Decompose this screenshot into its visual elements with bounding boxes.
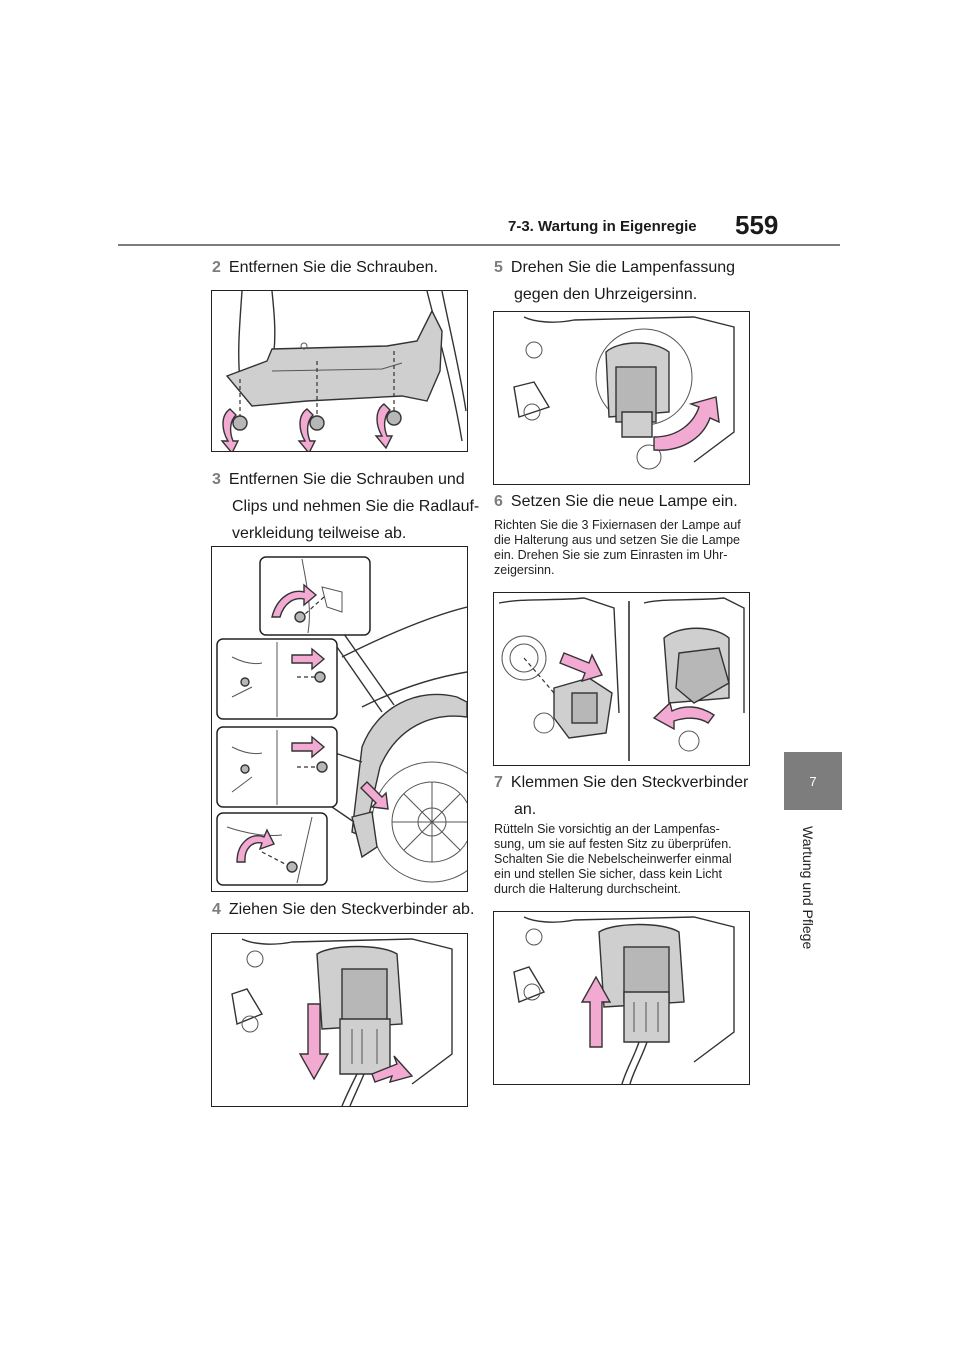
- chapter-tab: 7: [784, 752, 842, 810]
- section-title: 7-3. Wartung in Eigenregie: [508, 218, 697, 235]
- step-number: 7: [494, 774, 503, 791]
- note-line: ein und stellen Sie sicher, dass kein Li…: [494, 867, 722, 881]
- illustration-wheel-liner: [216, 556, 467, 886]
- note-line: zeigersinn.: [494, 563, 555, 577]
- step-7: 7 Klemmen Sie den Steckverbinder an.: [494, 769, 748, 823]
- figure-wheel-liner: [211, 546, 468, 892]
- figure-insert-bulb: [493, 592, 750, 766]
- step-number: 2: [212, 259, 221, 276]
- step-3: 3 Entfernen Sie die Schrauben und Clips u…: [212, 466, 479, 547]
- step-6: 6 Setzen Sie die neue Lampe ein.: [494, 488, 738, 515]
- illustration-socket-rotate: [513, 316, 735, 470]
- step-text-line: Entfernen Sie die Schrauben und: [228, 471, 465, 488]
- illustration-connector-remove: [231, 938, 453, 1106]
- step-4: 4 Ziehen Sie den Steckverbinder ab.: [212, 896, 474, 923]
- illustration-connector-attach: [513, 916, 735, 1084]
- step-5: 5 Drehen Sie die Lampenfassung gegen den …: [494, 254, 735, 308]
- figure-disconnect-connector: [211, 933, 468, 1107]
- step-number: 5: [494, 259, 503, 276]
- step-text-line: Clips und nehmen Sie die Radlauf-: [232, 498, 480, 515]
- chapter-number: 7: [809, 773, 817, 789]
- page-number: 559: [735, 210, 779, 240]
- step-text: Setzen Sie die neue Lampe ein.: [510, 493, 738, 510]
- header-divider: [118, 244, 840, 246]
- step-text: Ziehen Sie den Steckverbinder ab.: [228, 901, 475, 918]
- note-line: Schalten Sie die Nebelscheinwerfer einma…: [494, 852, 732, 866]
- step-text-line: gegen den Uhrzeigersinn.: [514, 286, 698, 303]
- note-line: durch die Halterung durchscheint.: [494, 882, 681, 896]
- figure-rotate-socket: [493, 311, 750, 485]
- step-number: 6: [494, 493, 503, 510]
- note-line: ein. Drehen Sie sie zum Einrasten im Uhr…: [494, 548, 728, 562]
- note-line: Richten Sie die 3 Fixiernasen der Lampe …: [494, 518, 741, 532]
- step-text-line: an.: [514, 801, 537, 818]
- illustration-screws: [220, 291, 467, 451]
- note-line: Rütteln Sie vorsichtig an der Lampenfas-: [494, 822, 720, 836]
- step-7-note: Rütteln Sie vorsichtig an der Lampenfas-…: [494, 822, 732, 897]
- step-2: 2 Entfernen Sie die Schrauben.: [212, 254, 438, 281]
- step-number: 4: [212, 901, 221, 918]
- step-6-note: Richten Sie die 3 Fixiernasen der Lampe …: [494, 518, 741, 578]
- step-number: 3: [212, 471, 221, 488]
- step-text-line: Drehen Sie die Lampenfassung: [510, 259, 736, 276]
- note-line: sung, um sie auf festen Sitz zu überprüf…: [494, 837, 732, 851]
- step-text-line: Klemmen Sie den Steckverbinder: [510, 774, 749, 791]
- note-line: die Halterung aus und setzen Sie die Lam…: [494, 533, 740, 547]
- chapter-title: Wartung und Pflege: [800, 826, 816, 950]
- step-text: Entfernen Sie die Schrauben.: [228, 259, 438, 276]
- step-text-line: verkleidung teilweise ab.: [232, 525, 407, 542]
- figure-connect-connector: [493, 911, 750, 1085]
- illustration-bulb-insert: [498, 597, 745, 761]
- figure-remove-screws: [211, 290, 468, 452]
